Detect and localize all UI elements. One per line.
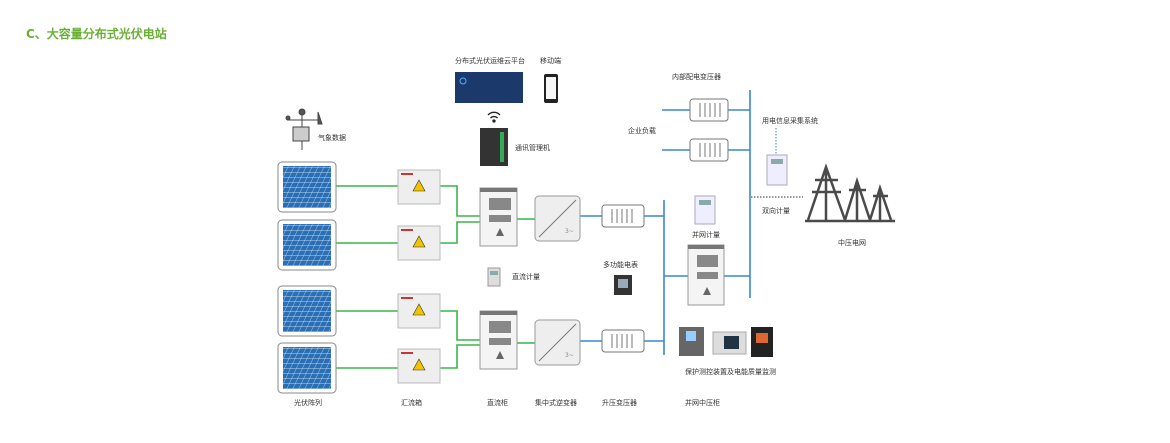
label-weather: 气象数据 xyxy=(318,134,346,142)
label-combiner-box: 汇流箱 xyxy=(401,399,422,407)
label-enterprise-load: 企业负载 xyxy=(628,127,656,135)
label-pv-array: 光伏阵列 xyxy=(294,399,322,407)
meter-icon xyxy=(487,154,788,295)
weather-station-icon xyxy=(285,108,323,150)
label-central-inverter: 集中式逆变器 xyxy=(535,399,577,407)
combiner-box xyxy=(397,169,441,384)
label-multifunction-meter: 多功能电表 xyxy=(603,261,638,269)
wifi-icon xyxy=(487,111,501,123)
label-internal-transformer: 内部配电变压器 xyxy=(672,73,721,81)
ac-lines xyxy=(580,90,751,355)
grid-mv-cabinet xyxy=(687,244,725,306)
section-title: C、大容量分布式光伏电站 xyxy=(26,27,167,41)
label-cloud-platform: 分布式光伏运维云平台 xyxy=(455,57,525,65)
cloud-platform-screen xyxy=(455,72,523,103)
power-tower-icon xyxy=(805,163,895,223)
label-mobile: 移动端 xyxy=(540,57,561,65)
svg-text:3~: 3~ xyxy=(565,352,574,359)
label-grid-mv-cabinet: 并网中压柜 xyxy=(685,399,720,407)
mobile-icon xyxy=(544,74,558,103)
label-bidirectional-metering: 双向计量 xyxy=(762,207,790,215)
label-comm-manager: 通讯管理机 xyxy=(515,144,550,152)
central-inverter: 3~ 3~ xyxy=(534,195,581,366)
label-mv-grid: 中压电网 xyxy=(838,239,866,247)
label-grid-metering: 并网计量 xyxy=(692,231,720,239)
label-protection: 保护测控装置及电能质量监测 xyxy=(685,368,776,376)
transformer xyxy=(601,98,729,353)
pv-array xyxy=(277,161,337,394)
label-info-collection: 用电信息采集系统 xyxy=(762,117,818,125)
label-dc-cabinet: 直流柜 xyxy=(487,399,508,407)
dc-lines xyxy=(336,185,535,369)
svg-text:3~: 3~ xyxy=(565,228,574,235)
dc-cabinet xyxy=(479,187,518,370)
label-dc-metering: 直流计量 xyxy=(512,273,540,281)
protection-devices xyxy=(679,327,773,357)
label-step-up-transformer: 升压变压器 xyxy=(602,399,637,407)
comm-manager-device xyxy=(480,128,508,166)
